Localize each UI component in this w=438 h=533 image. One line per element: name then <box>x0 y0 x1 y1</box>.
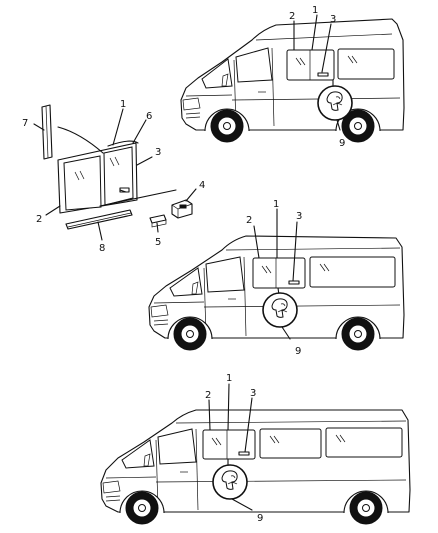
callout-3-van1: 3 <box>330 14 336 25</box>
callout-9-van2: 9 <box>295 346 301 357</box>
callout-4: 4 <box>199 180 205 191</box>
van-long-wheelbase <box>100 383 411 525</box>
callout-1-van2: 1 <box>273 199 279 210</box>
callout-1-van1: 1 <box>312 5 318 16</box>
callout-7: 7 <box>22 118 28 129</box>
callout-1-van3: 1 <box>226 373 232 384</box>
callout-9-van1: 9 <box>339 138 345 149</box>
van-medium-wheelbase <box>148 208 405 351</box>
callout-6: 6 <box>146 111 152 122</box>
callout-2-van3: 2 <box>205 390 211 401</box>
callout-2-van2: 2 <box>246 215 252 226</box>
hand-symbol-icon <box>317 85 353 121</box>
callout-3-parts: 3 <box>155 147 161 158</box>
callout-1-parts: 1 <box>120 99 126 110</box>
callout-5: 5 <box>155 237 161 248</box>
callout-9-van3: 9 <box>257 513 263 524</box>
exploded-window-parts <box>33 104 197 241</box>
hand-symbol-icon <box>262 292 298 328</box>
hand-symbol-icon <box>212 464 248 500</box>
callout-2-parts: 2 <box>36 214 42 225</box>
callout-3-van3: 3 <box>250 388 256 399</box>
callout-8: 8 <box>99 243 105 254</box>
callout-2-van1: 2 <box>289 11 295 22</box>
van-short-wheelbase <box>180 14 405 143</box>
callout-3-van2: 3 <box>296 211 302 222</box>
